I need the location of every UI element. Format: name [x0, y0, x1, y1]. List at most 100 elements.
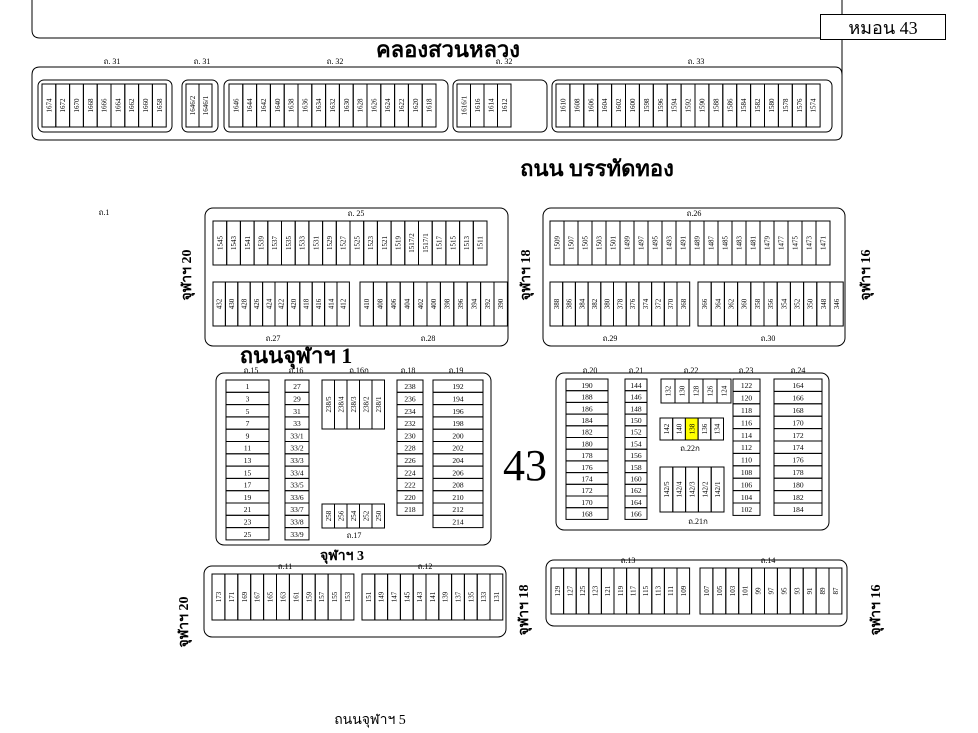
lot-number: 160	[630, 474, 642, 483]
lot-number: 378	[616, 298, 624, 309]
lot-number: 238/1	[375, 396, 383, 412]
lot-number: 428	[241, 298, 249, 309]
lot-number: 11	[244, 444, 251, 453]
lot-number: 250	[375, 510, 383, 521]
lot-number: 402	[417, 298, 425, 309]
lot-number: 93	[793, 587, 801, 595]
lot-number: 352	[794, 298, 802, 309]
lot-33/9	[284, 527, 310, 541]
lot-number: 350	[807, 298, 815, 309]
lot-number: 114	[741, 431, 752, 440]
lot-number: 220	[404, 493, 416, 502]
lot-number: 17	[244, 481, 252, 490]
lot-number: 1596	[657, 98, 665, 113]
lot-number: 3	[246, 394, 250, 403]
lot-number: 194	[452, 394, 464, 403]
lot-109	[676, 567, 691, 615]
lot-number: 104	[741, 493, 753, 502]
lot-number: 228	[404, 444, 416, 453]
lot-number: 153	[344, 591, 352, 602]
lot-number: 142/1	[714, 481, 722, 497]
lot-number: 165	[267, 591, 275, 602]
road-chula20-bottom: จุฬาฯ 20	[177, 597, 192, 648]
lot-number: 1670	[73, 98, 81, 113]
lot-number: 33/7	[290, 505, 304, 514]
lot-number: 1606	[587, 98, 595, 113]
alley-label: ถ.24	[791, 366, 806, 375]
lot-number: 398	[444, 298, 452, 309]
lot-number: 1491	[680, 236, 688, 251]
lot-number: 392	[484, 298, 492, 309]
lot-number: 9	[246, 431, 250, 440]
lot-number: 1489	[694, 236, 702, 251]
lot-number: 258	[325, 510, 333, 521]
lot-number: 1509	[554, 236, 562, 251]
lot-102	[732, 502, 761, 516]
lot-1612	[497, 83, 512, 128]
road-chula18: จุฬาฯ 18	[519, 250, 534, 301]
lot-number: 1574	[810, 98, 818, 113]
lot-number: 1590	[698, 98, 706, 113]
block-l2	[545, 559, 848, 627]
lot-166	[624, 507, 648, 520]
lot-number: 23	[244, 517, 252, 526]
lot-390	[493, 281, 508, 327]
lot-number: 1513	[463, 236, 471, 251]
lot-number: 370	[667, 298, 675, 309]
alley-label: ถ.23	[739, 366, 754, 375]
lot-number: 1636	[301, 98, 309, 113]
alley-label: ถ.21	[629, 366, 644, 375]
lot-number: 137	[455, 591, 463, 602]
lot-number: 376	[629, 298, 637, 309]
lot-number: 172	[792, 431, 804, 440]
lot-number: 1527	[340, 236, 348, 251]
alley-label: ถ.15	[244, 366, 259, 375]
lot-number: 1604	[601, 98, 609, 113]
lot-number: 1646/2	[189, 95, 197, 115]
lot-number: 172	[581, 486, 593, 495]
lot-number: 360	[741, 298, 749, 309]
lot-number: 212	[452, 505, 464, 514]
lot-number: 210	[452, 493, 464, 502]
sheet-number-43: 43	[503, 441, 547, 490]
lot-number: 362	[728, 298, 736, 309]
alley-label: ถ.28	[421, 334, 436, 343]
alley-label: ถ.16	[289, 366, 304, 375]
lot-number: 15	[244, 468, 252, 477]
lot-number: 388	[553, 298, 561, 309]
lot-number: 252	[362, 510, 370, 521]
lot-number: 162	[630, 486, 642, 495]
lot-number: 1479	[764, 236, 772, 251]
block-b2	[555, 372, 830, 531]
lot-number: 348	[820, 298, 828, 309]
alley-label: ถ.22	[684, 366, 699, 375]
lot-number: 1497	[638, 236, 646, 251]
lot-number: 1582	[754, 98, 762, 113]
lot-number: 176	[581, 463, 593, 472]
lot-number: 1632	[329, 98, 337, 113]
lot-number: 33/5	[290, 481, 304, 490]
lot-number: 234	[404, 407, 416, 416]
lot-number: 134	[714, 423, 722, 434]
alley-label: ถ. 32	[496, 57, 513, 66]
lot-number: 1578	[782, 98, 790, 113]
lot-number: 208	[452, 481, 464, 490]
lot-number: 121	[604, 585, 612, 596]
lot-number: 159	[305, 591, 313, 602]
lot-number: 103	[729, 585, 737, 596]
lot-number: 91	[806, 587, 814, 595]
road-bantadthong: ถนน บรรทัดทอง	[520, 156, 674, 181]
lot-number: 157	[318, 591, 326, 602]
lot-number: 1594	[671, 98, 679, 113]
lot-number: 142/5	[663, 481, 671, 497]
lot-1646/1	[198, 83, 213, 128]
alley-label: ถ.13	[621, 556, 636, 565]
block-b1	[215, 372, 492, 546]
lot-number: 33	[293, 419, 301, 428]
lot-number: 167	[254, 591, 262, 602]
lot-number: 346	[833, 298, 841, 309]
lot-number: 142/4	[676, 481, 684, 497]
lot-168	[565, 507, 609, 520]
lot-number: 1668	[87, 98, 95, 113]
lot-number: 142/2	[701, 481, 709, 497]
